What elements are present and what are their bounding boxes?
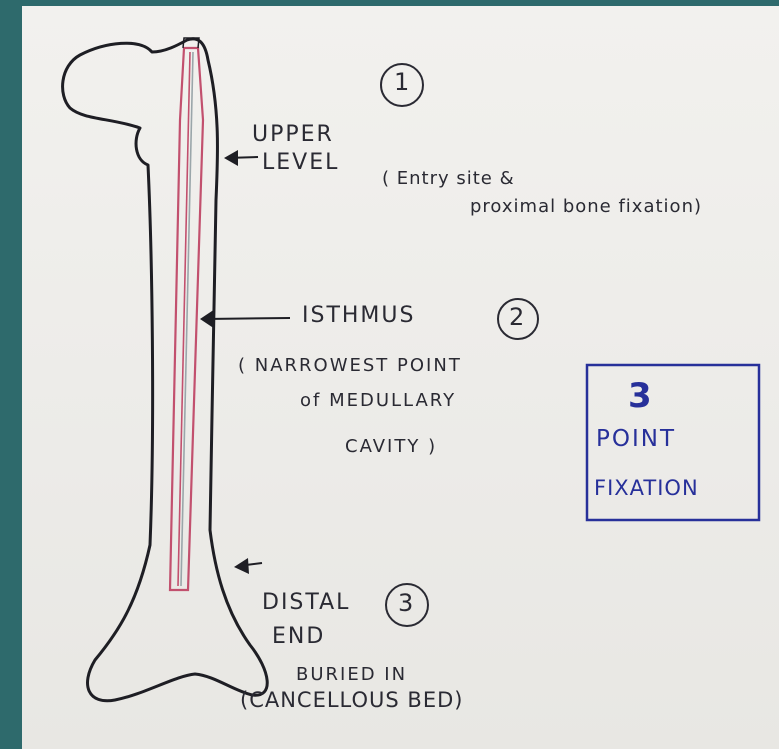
circle-marker-1-label: 1 [394, 68, 411, 96]
circle-marker-2-label: 2 [509, 303, 526, 331]
end-label: END [272, 624, 325, 649]
isthmus-note-line-3: CAVITY ) [345, 436, 437, 457]
isthmus-note-line-1: ( NARROWEST POINT [238, 355, 462, 376]
upper-label: UPPER [252, 122, 334, 147]
distal-arrowhead [234, 558, 249, 574]
distal-note-line-1: BURIED IN [296, 664, 407, 685]
level-label: LEVEL [262, 150, 339, 175]
isthmus-arrow [205, 318, 290, 319]
isthmus-label: ISTHMUS [302, 303, 415, 328]
fixation-box-line-2: FIXATION [594, 476, 699, 500]
isthmus-arrowhead [200, 309, 215, 329]
fixation-box-line-1: POINT [596, 426, 676, 452]
circle-marker-3-label: 3 [398, 589, 415, 617]
fixation-box-number: 3 [628, 376, 654, 416]
upper-note-line-2: proximal bone fixation) [470, 196, 702, 217]
upper-note-line-1: ( Entry site & [382, 168, 515, 189]
femur-outline [63, 39, 268, 701]
upper-level-arrowhead [224, 150, 238, 166]
distal-label: DISTAL [262, 590, 350, 615]
distal-note-line-2: (CANCELLOUS BED) [240, 688, 463, 712]
isthmus-note-line-2: of MEDULLARY [300, 390, 456, 411]
